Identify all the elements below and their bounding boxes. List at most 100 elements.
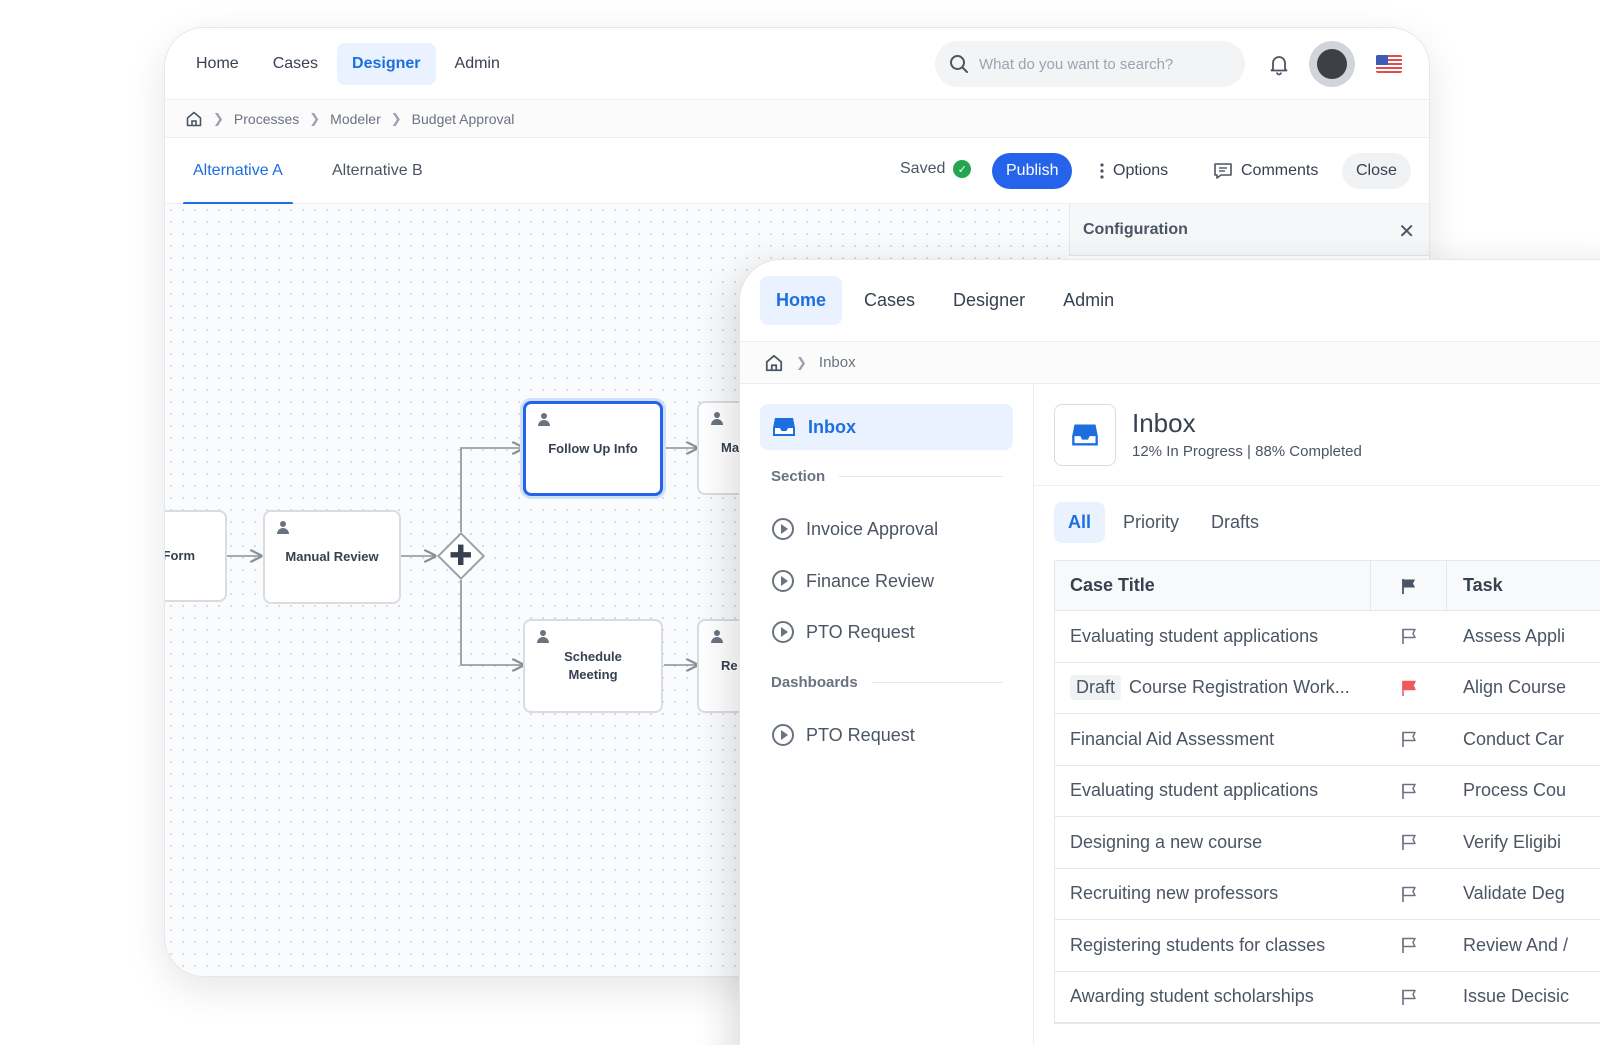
inbox-main: Inbox 12% In Progress | 88% Completed Al… bbox=[1034, 384, 1600, 1045]
node-manual-review[interactable]: Manual Review bbox=[263, 510, 401, 604]
breadcrumb-modeler[interactable]: Modeler bbox=[330, 110, 381, 127]
flag-icon bbox=[1401, 938, 1416, 954]
flag-cell[interactable] bbox=[1370, 972, 1447, 1023]
table-header-row: Case Title Task bbox=[1055, 561, 1600, 611]
designer-top-nav: Home Cases Designer Admin bbox=[165, 28, 1429, 100]
tab-alternative-a[interactable]: Alternative A bbox=[183, 138, 293, 205]
flag-icon bbox=[1401, 886, 1416, 902]
tab-all[interactable]: All bbox=[1054, 502, 1106, 543]
options-button[interactable]: Options bbox=[1099, 153, 1168, 189]
search-input[interactable] bbox=[979, 55, 1219, 73]
table-row[interactable]: Evaluating student applications Process C… bbox=[1055, 766, 1600, 817]
flag-icon bbox=[1401, 835, 1416, 851]
nav-designer[interactable]: Designer bbox=[953, 290, 1026, 310]
nav-home[interactable]: Home bbox=[196, 54, 239, 72]
designer-toolbar: Alternative A Alternative B Saved ✓ Publ… bbox=[165, 138, 1429, 205]
nav-designer[interactable]: Designer bbox=[337, 42, 436, 85]
search-bar[interactable] bbox=[935, 41, 1245, 87]
case-title-cell: Awarding student scholarships bbox=[1070, 972, 1314, 1023]
inbox-header: Inbox 12% In Progress | 88% Completed bbox=[1034, 384, 1600, 486]
case-title-cell: Designing a new course bbox=[1070, 817, 1262, 868]
nav-cases[interactable]: Cases bbox=[864, 290, 916, 310]
inbox-filter-tabs: All Priority Drafts bbox=[1054, 502, 1273, 543]
bell-icon[interactable] bbox=[1267, 52, 1291, 76]
comments-button[interactable]: Comments bbox=[1213, 153, 1318, 189]
node-partial-top-label: Ma bbox=[721, 440, 740, 455]
node-manual-review-label: Manual Review bbox=[285, 549, 379, 564]
close-icon[interactable]: ✕ bbox=[1398, 221, 1415, 243]
divider bbox=[871, 682, 1003, 683]
inbox-icon bbox=[1054, 404, 1116, 466]
chevron-right-icon: ❯ bbox=[796, 354, 807, 370]
designer-main-nav: Home Cases Designer Admin bbox=[181, 42, 515, 85]
nav-admin[interactable]: Admin bbox=[1063, 290, 1115, 310]
play-circle-icon bbox=[772, 724, 794, 746]
user-icon bbox=[538, 413, 550, 426]
page-title: Inbox bbox=[1132, 408, 1196, 438]
node-follow-up-info[interactable]: Follow Up Info bbox=[523, 401, 663, 496]
nav-home[interactable]: Home bbox=[760, 276, 843, 325]
nav-admin[interactable]: Admin bbox=[454, 54, 500, 72]
connector bbox=[460, 580, 523, 665]
us-flag-icon[interactable] bbox=[1376, 55, 1402, 73]
flag-cell[interactable] bbox=[1370, 920, 1447, 971]
home-icon[interactable] bbox=[764, 353, 784, 373]
node-form[interactable]: Form bbox=[165, 510, 227, 602]
home-icon[interactable] bbox=[185, 110, 203, 128]
tab-alternative-b[interactable]: Alternative B bbox=[332, 162, 423, 179]
sidebar-item-finance-review[interactable]: Finance Review bbox=[772, 570, 934, 592]
inbox-sidebar: Inbox Section Invoice Approval Finance R… bbox=[740, 384, 1034, 1045]
column-header-flag[interactable] bbox=[1370, 561, 1447, 610]
node-schedule-meeting[interactable]: Schedule Meeting bbox=[523, 619, 663, 713]
flow-connectors bbox=[227, 204, 1069, 977]
saved-status: Saved ✓ bbox=[900, 160, 972, 178]
flag-cell[interactable] bbox=[1370, 663, 1447, 714]
user-icon bbox=[711, 412, 723, 425]
flag-cell[interactable] bbox=[1370, 611, 1447, 662]
breadcrumb-budget-approval: Budget Approval bbox=[411, 110, 515, 127]
task-cell: Verify Eligibi bbox=[1463, 831, 1562, 852]
publish-button[interactable]: Publish bbox=[992, 153, 1073, 189]
nav-cases[interactable]: Cases bbox=[272, 54, 319, 72]
tab-drafts[interactable]: Drafts bbox=[1211, 512, 1260, 532]
configuration-panel-header: Configuration ✕ bbox=[1069, 204, 1429, 256]
breadcrumb: ❯ Processes ❯ Modeler ❯ Budget Approval bbox=[165, 100, 1429, 138]
case-title-cell: Evaluating student applications bbox=[1070, 766, 1318, 817]
column-header-task[interactable]: Task bbox=[1463, 575, 1503, 595]
breadcrumb-inbox: Inbox bbox=[818, 354, 856, 371]
configuration-title: Configuration bbox=[1083, 220, 1188, 238]
play-circle-icon bbox=[772, 570, 794, 592]
user-icon bbox=[277, 521, 289, 534]
connector bbox=[460, 448, 523, 532]
sidebar-item-inbox[interactable]: Inbox bbox=[760, 404, 1013, 450]
avatar[interactable] bbox=[1309, 41, 1355, 87]
flag-cell[interactable] bbox=[1370, 817, 1447, 868]
close-button[interactable]: Close bbox=[1342, 153, 1411, 189]
inbox-breadcrumb: ❯ Inbox bbox=[740, 342, 1600, 384]
sidebar-item-pto-request[interactable]: PTO Request bbox=[772, 621, 915, 643]
sidebar-item-dashboard-pto-request[interactable]: PTO Request bbox=[772, 724, 915, 746]
breadcrumb-processes[interactable]: Processes bbox=[233, 110, 300, 127]
sidebar-item-invoice-approval[interactable]: Invoice Approval bbox=[772, 518, 938, 540]
column-header-case-title[interactable]: Case Title bbox=[1070, 575, 1155, 595]
search-icon bbox=[950, 55, 968, 73]
flag-icon bbox=[1401, 732, 1416, 748]
comment-icon bbox=[1214, 163, 1232, 179]
draft-badge: Draft bbox=[1070, 675, 1122, 701]
tab-priority[interactable]: Priority bbox=[1123, 512, 1180, 532]
flag-cell[interactable] bbox=[1370, 869, 1447, 920]
options-label: Options bbox=[1113, 162, 1169, 179]
table-row[interactable]: Designing a new course Verify Eligibi bbox=[1055, 817, 1600, 869]
task-cell: Process Cou bbox=[1463, 780, 1567, 801]
flag-cell[interactable] bbox=[1370, 766, 1447, 817]
user-icon bbox=[537, 630, 549, 643]
case-title-text: Course Registration Work... bbox=[1129, 677, 1350, 698]
flag-cell[interactable] bbox=[1370, 714, 1447, 765]
sidebar-section-header: Section bbox=[771, 468, 1003, 485]
